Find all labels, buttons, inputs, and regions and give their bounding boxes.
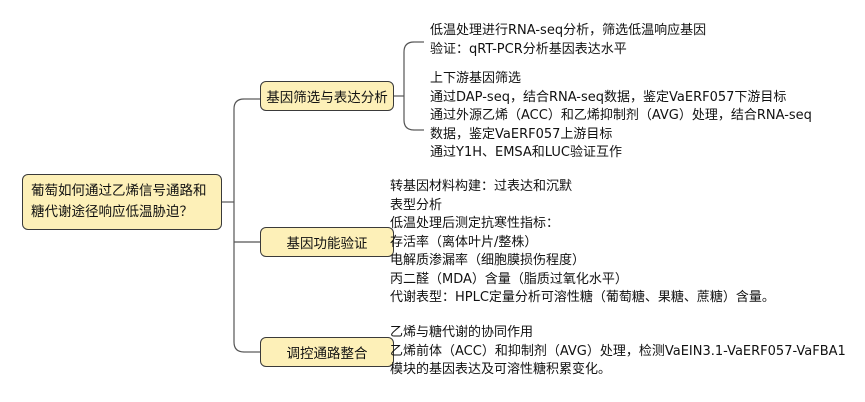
branch-3-group-1: 乙烯与糖代谢的协同作用 乙烯前体（ACC）和抑制剂（AVG）处理，检测VaEIN… bbox=[390, 324, 846, 380]
root-trunk bbox=[233, 98, 245, 353]
branch-functional-validation: 基因功能验证 bbox=[260, 227, 394, 257]
branch-label: 基因功能验证 bbox=[286, 236, 368, 252]
leaf-text: 转基因材料构建：过表达和沉默 bbox=[390, 179, 573, 194]
leaf-text: 丙二醛（MDA）含量（脂质过氧化水平） bbox=[390, 271, 628, 287]
leaf-text: 通过DAP-seq，结合RNA-seq数据，鉴定VaERF057下游目标 bbox=[430, 89, 787, 105]
leaf-text: 低温处理进行RNA-seq分析，筛选低温响应基因 bbox=[430, 23, 707, 38]
leaf-text: 乙烯与糖代谢的协同作用 bbox=[390, 325, 534, 340]
branch-2-group-1: 转基因材料构建：过表达和沉默 表型分析 低温处理后测定抗寒性指标： 存活率（离体… bbox=[390, 178, 775, 308]
leaf-text: 表型分析 bbox=[390, 197, 443, 213]
branch-label: 基因筛选与表达分析 bbox=[266, 90, 388, 106]
leaf-text: 上下游基因筛选 bbox=[430, 71, 522, 86]
branch-1-group-2: 上下游基因筛选 通过DAP-seq，结合RNA-seq数据，鉴定VaERF057… bbox=[430, 70, 812, 163]
branch-1-group-1: 低温处理进行RNA-seq分析，筛选低温响应基因 验证：qRT-PCR分析基因表… bbox=[430, 22, 706, 59]
root-line-1: 葡萄如何通过乙烯信号通路和 bbox=[31, 183, 207, 199]
branch-pathway-integration: 调控通路整合 bbox=[260, 337, 394, 367]
leaf-text: 低温处理后测定抗寒性指标： bbox=[390, 216, 560, 231]
leaf-text: 通过外源乙烯（ACC）和乙烯抑制剂（AVG）处理，结合RNA-seq bbox=[430, 108, 812, 123]
leaf-text: 乙烯前体（ACC）和抑制剂（AVG）处理，检测VaEIN3.1-VaERF057… bbox=[390, 343, 846, 359]
root-line-2: 糖代谢途径响应低温胁迫？ bbox=[31, 204, 193, 220]
leaf-text: 模块的基因表达及可溶性糖积累变化。 bbox=[390, 362, 612, 377]
leaf-text: 通过Y1H、EMSA和LUC验证互作 bbox=[430, 145, 622, 160]
branch-gene-screening: 基因筛选与表达分析 bbox=[260, 81, 394, 111]
leaf-text: 电解质渗漏率（细胞膜损伤程度） bbox=[390, 253, 586, 268]
leaf-text: 代谢表型：HPLC定量分析可溶性糖（葡萄糖、果糖、蔗糖）含量。 bbox=[390, 290, 775, 305]
leaf-text: 验证：qRT-PCR分析基因表达水平 bbox=[430, 41, 627, 57]
branch-1-trunk bbox=[403, 41, 415, 131]
leaf-text: 数据，鉴定VaERF057上游目标 bbox=[430, 126, 613, 142]
branch-label: 调控通路整合 bbox=[286, 346, 368, 362]
root-question-node: 葡萄如何通过乙烯信号通路和 糖代谢途径响应低温胁迫？ bbox=[22, 174, 222, 230]
leaf-text: 存活率（离体叶片/整株） bbox=[390, 234, 538, 250]
